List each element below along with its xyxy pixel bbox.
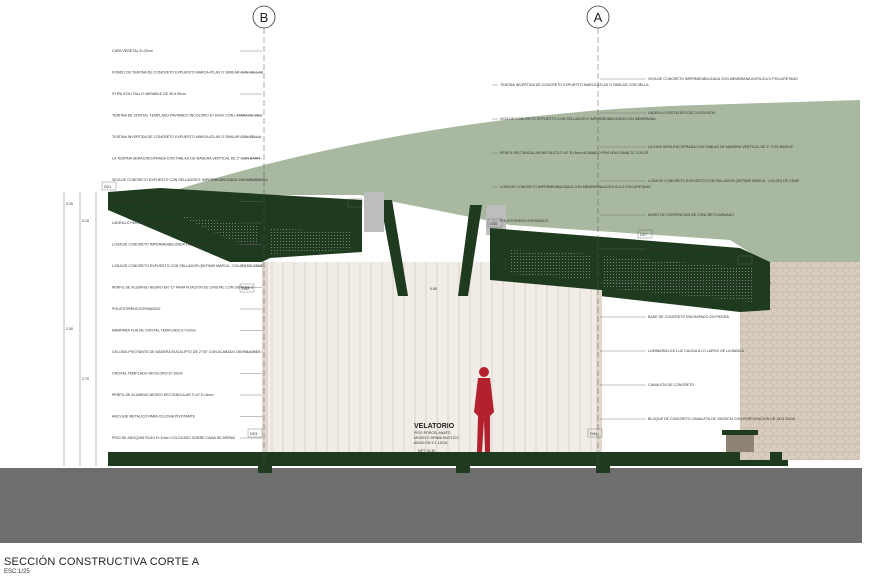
detail-tag-box-2 [247, 428, 263, 438]
annotation-center-1: VIGA DE CONCRETO EXPUESTO CON SELLADOR E… [500, 117, 656, 121]
annotation-left-5: LA TEATINA SERA ENCOFRADA CON TABLAS DE … [112, 157, 260, 161]
detail-tag-2: D03 [250, 431, 258, 436]
annotation-left-8: LADRILLO PASTELERO DE 20X20X5CM [112, 221, 179, 225]
annotation-left-3: TEATINA DE CRISTAL TEMPLADO PAVIMADO INC… [112, 114, 262, 118]
annotation-left-13: MAMPARA FIJA DE CRISTAL TEMPLADO E=10mm [112, 329, 196, 333]
dimension-0: 0.20 [66, 202, 73, 206]
annotation-right-3: LOSA DE CONCRETO EXPUESTO CON SELLADOR (… [648, 179, 800, 183]
detail-tag-1: D02 [242, 286, 250, 291]
detail-tag-box-5 [487, 218, 503, 228]
dimension-3: 2.70 [82, 377, 89, 381]
annotation-right-6: ASIENTO DE MADERA EUCALIPTO 2" CON ACABA… [648, 281, 771, 285]
annotation-right-10: BLOQUE DE CONCRETO CANALETA DE 15X25CM C… [648, 417, 795, 421]
detail-tag-0: D01 [104, 184, 112, 189]
pivoting-lattice [262, 262, 602, 452]
axis-bubble-a [586, 5, 610, 29]
detail-tag-5: D06 [490, 221, 498, 226]
floor-slab [108, 452, 788, 466]
detail-tag-box-7 [737, 255, 753, 265]
bench-seat [722, 430, 758, 435]
annotation-left-16: PERFIL DE ALUMINIO NEGRO RECTANGULAR 2"x… [112, 393, 214, 397]
human-figure [474, 367, 494, 452]
annotation-right-2: LA VIGA SERA ENCOFRADA CON TABLAS DE MAD… [648, 145, 794, 149]
annotation-right-8: LUMINARIA LED LUZ CALIDA A LO LARGO DE L… [648, 349, 744, 353]
annotations-right: VIGA DE CONCRETO IMPERMEABILIZADA CON ME… [600, 77, 800, 421]
detail-tag-7: D08 [740, 258, 748, 263]
annotations-center: TEATINA INVERTIDA DE CONCRETO EXPUESTO M… [492, 83, 656, 223]
room-label: VELATORIO PISO PORCELANATO MODELO DRIMA … [414, 423, 459, 453]
drawing-title: SECCIÓN CONSTRUCTIVA CORTE A [4, 556, 200, 568]
room-floor-2: MODELO DRIMA RUSTICO [414, 436, 459, 440]
annotation-left-15: CRISTAL TEMPLADO INCOLORO E=10mm [112, 372, 183, 376]
room-floor-1: PISO PORCELANATO [414, 431, 451, 435]
gutter [770, 452, 782, 462]
annotation-right-1: LADRILLO PASTELERO DE 20X20X5CM [648, 111, 715, 115]
skylight-glass [364, 192, 384, 232]
roof-insulation-right-2 [604, 256, 752, 302]
ground [0, 468, 862, 543]
axis-bubble-b [252, 5, 276, 29]
annotation-right-7: BASE DE CONCRETO ENCHAPADO EN PIEDRA [648, 315, 730, 319]
footing-right [596, 455, 610, 473]
annotation-center-2: PERFIL RECTANGULAR METALICO 2"x3" E=3mm … [500, 151, 649, 155]
drawing-scale: ESC:1/25 [4, 569, 30, 575]
room-floor-3: 60X60 EN X 1.10CM [414, 441, 447, 445]
detail-tag-box-6 [637, 229, 653, 239]
skylight-glass-right [486, 205, 506, 235]
annotation-left-18: PISO DE ADOQUIN ROJO E=10cm COLOCADO SOB… [112, 436, 236, 440]
annotation-left-7: CAPA VEGETAL E=20cm [112, 200, 153, 204]
detail-tag-box-1 [239, 283, 255, 293]
column-right [596, 290, 602, 452]
room-level: NPT +0.30 [418, 449, 435, 453]
roof-insulation-right-1 [510, 250, 592, 280]
detail-tag-3: D04 [590, 431, 598, 436]
dimension-lines [63, 192, 97, 466]
column-left [262, 262, 268, 452]
annotation-left-4: TEATINA INVERTIDA DE CONCRETO EXPUESTO M… [112, 135, 261, 139]
annotation-left-2: STIPA ICHU TALLO VARIABLE DE 40 A 90cm [112, 92, 186, 96]
axis-label-b: B [260, 10, 269, 25]
footing-left [258, 455, 272, 473]
annotation-center-0: TEATINA INVERTIDA DE CONCRETO EXPUESTO M… [500, 83, 649, 87]
room-name: VELATORIO [414, 423, 455, 430]
detail-tag-box-4 [347, 198, 363, 208]
vegetation-hill [160, 100, 860, 280]
detail-tag-6: D07 [640, 232, 648, 237]
axis-label-a: A [594, 10, 603, 25]
annotation-left-10: LOSA DE CONCRETO EXPUESTO CON SELLADOR (… [112, 264, 264, 268]
detail-tag-box-0 [101, 181, 117, 191]
roof-insulation-left-2 [270, 228, 352, 254]
footing-center [456, 455, 470, 473]
annotation-right-4: MURO DE CONTENCION DE CONCRETO ARMADO [648, 213, 734, 217]
annotation-left-17: ANCLAJE METALICO PARA CELOSIA PIVOTANTE [112, 415, 196, 419]
annotation-left-14: CELOSIA PIVOTANTE DE MADERA EUCALIPTO DE… [112, 350, 261, 354]
skylight-right-wall [458, 205, 482, 296]
annotation-right-5: ENCHAPE DE PIEDRA RECTANGULAR E=5cm [648, 247, 726, 251]
annotation-left-11: PERFIL DE ALUMINIO NEGRO EN "U" PARA FIJ… [112, 286, 254, 290]
roof-insulation-left [180, 216, 258, 246]
detail-tag-4: D05 [350, 201, 358, 206]
annotation-left-9: LOSA DE CONCRETO IMPERMEABILIZADA CON ME… [112, 243, 263, 247]
annotation-center-4: POLIESTIRENO EXPANDIDO [500, 219, 549, 223]
dimension-1: 0.15 [82, 219, 89, 223]
annotation-right-0: VIGA DE CONCRETO IMPERMEABILIZADA CON ME… [648, 77, 798, 81]
annotation-center-3: LOSA DE CONCRETO IMPERMEABILIZADA CON ME… [500, 185, 651, 189]
bench-base [726, 435, 754, 452]
skylight-left-wall [380, 200, 408, 296]
annotation-left-1: FONDO DE TEATINA DE CONCRETO EXPUESTO MA… [112, 71, 264, 75]
annotation-left-6: VIGA DE CONCRETO EXPUESTO CON SELLADOR E… [112, 178, 268, 182]
annotation-left-0: CAPA VEGETAL E=20cm [112, 49, 153, 53]
dimension-2: 2.50 [66, 327, 73, 331]
detail-tag-box-3 [587, 428, 603, 438]
annotation-left-12: POLIESTIRENO EXPANDIDO [112, 307, 161, 311]
annotation-right-9: CANALETA DE CONCRETO [648, 383, 694, 387]
dimension-4: 0.80 [430, 287, 437, 291]
